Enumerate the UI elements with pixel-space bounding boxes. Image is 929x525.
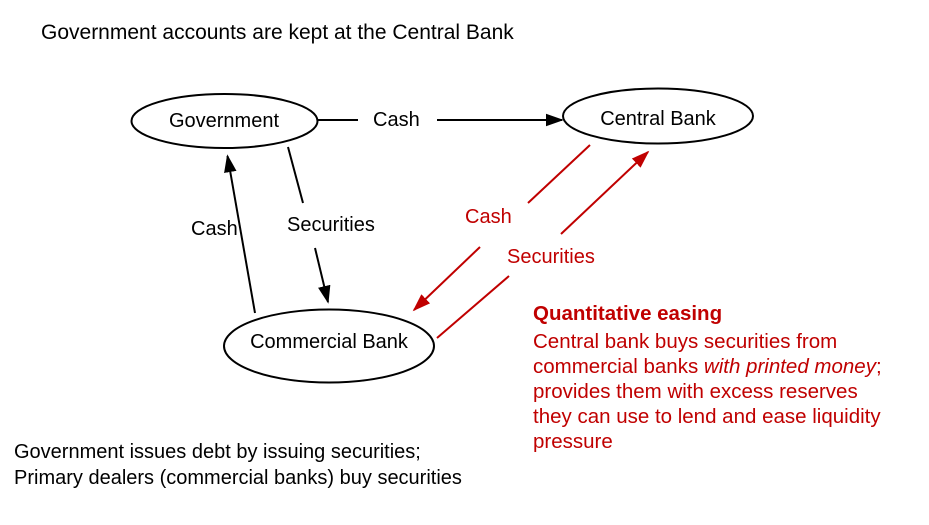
securities-label-commercial-to-central: Securities (507, 246, 595, 268)
commercial-bank-node-label: Commercial Bank (250, 331, 408, 353)
page-title: Government accounts are kept at the Cent… (41, 21, 514, 44)
cash-label-gov-to-central: Cash (373, 109, 420, 131)
securities-arrow-gov-to-commercial-segment1 (287, 146, 304, 204)
securities-label-gov-to-commercial: Securities (287, 214, 375, 236)
footnote-line2: Primary dealers (commercial banks) buy s… (14, 467, 462, 489)
footnote-line1: Government issues debt by issuing securi… (14, 441, 421, 463)
government-ellipse (130, 93, 319, 149)
quantitative-easing-body: Central bank buys securities from commer… (533, 330, 882, 453)
quantitative-easing-heading: Quantitative easing (533, 302, 723, 325)
central-bank-node-label: Central Bank (600, 108, 716, 130)
footnote: Government issues debt by issuing securi… (14, 439, 462, 491)
cash-label-central-to-commercial: Cash (465, 206, 512, 228)
cash-label-commercial-to-gov: Cash (191, 218, 238, 240)
securities-arrow-commercial-to-central-segment2 (560, 150, 650, 235)
securities-arrow-gov-to-commercial-segment2 (314, 247, 331, 304)
securities-arrow-commercial-to-central-segment1 (436, 275, 510, 339)
cash-arrow-central-to-commercial-segment1 (527, 144, 591, 204)
quantitative-easing-note: Quantitative easing Central bank buys se… (533, 301, 887, 454)
central-bank-ellipse (562, 87, 754, 145)
cash-arrow-commercial-to-gov (224, 154, 256, 314)
cash-arrow-central-to-commercial-segment2 (412, 246, 481, 312)
government-node-label: Government (168, 110, 280, 132)
commercial-bank-ellipse (223, 308, 435, 384)
